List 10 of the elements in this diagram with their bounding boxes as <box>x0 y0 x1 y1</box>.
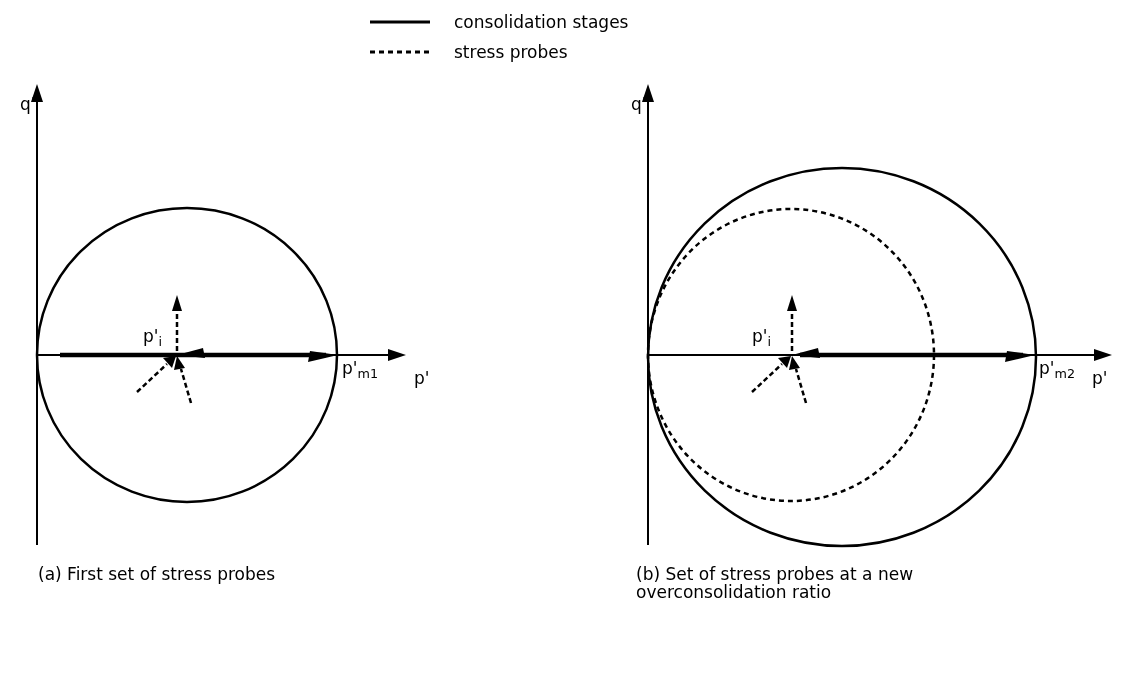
point-label: p'$_{m1}$ <box>342 360 378 381</box>
point-label: p'$_{m2}$ <box>1039 360 1075 381</box>
legend-text: stress probes <box>454 42 568 62</box>
figure-caption: (b) Set of stress probes at a new overconsolidation ratio <box>636 566 915 602</box>
point-label: p'$_{i}$ <box>143 328 162 349</box>
point-label: p'$_{i}$ <box>752 328 771 349</box>
figure-caption: (a) First set of stress probes <box>38 566 277 584</box>
axis-label: p' <box>1092 370 1108 388</box>
legend-text: consolidation stages <box>454 12 629 32</box>
axis-label: p' <box>414 370 430 388</box>
